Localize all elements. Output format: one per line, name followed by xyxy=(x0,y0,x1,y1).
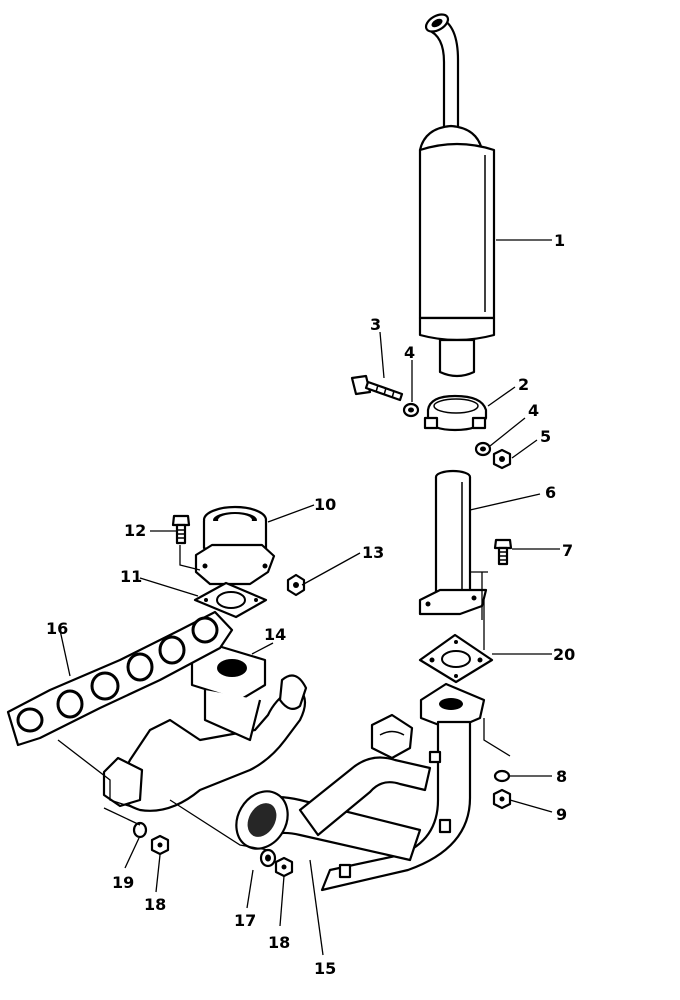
nut-18-left xyxy=(150,834,170,856)
washer-4-upper xyxy=(402,402,420,418)
exhaust-manifold xyxy=(102,643,308,812)
callout-17: 17 xyxy=(234,911,256,930)
nut-18-right xyxy=(274,856,294,878)
plug-13 xyxy=(286,573,306,597)
callout-11: 11 xyxy=(120,567,142,586)
callout-16: 16 xyxy=(46,619,68,638)
manifold-gasket xyxy=(6,610,234,747)
callout-18-left: 18 xyxy=(144,895,166,914)
callout-18-right: 18 xyxy=(268,933,290,952)
adapter-10 xyxy=(194,505,276,586)
callout-12: 12 xyxy=(124,521,146,540)
callout-19: 19 xyxy=(112,873,134,892)
bolt-7 xyxy=(493,538,513,566)
washer-17 xyxy=(259,848,277,868)
callout-20: 20 xyxy=(553,645,575,664)
washer-8 xyxy=(493,769,511,783)
callout-6: 6 xyxy=(545,483,556,502)
bolt-3 xyxy=(350,374,404,402)
gasket-11 xyxy=(193,581,268,619)
callout-4-upper: 4 xyxy=(404,343,415,362)
callout-2: 2 xyxy=(518,375,529,394)
nut-9 xyxy=(492,788,512,810)
callout-7: 7 xyxy=(562,541,573,560)
callout-14: 14 xyxy=(264,625,286,644)
callout-4-lower: 4 xyxy=(528,401,539,420)
callout-3: 3 xyxy=(370,315,381,334)
nut-5 xyxy=(492,448,512,470)
exhaust-pipe xyxy=(418,469,488,616)
callout-labels: 1 2 3 4 4 5 6 7 20 8 9 10 11 12 13 14 15… xyxy=(46,231,575,978)
gasket-20 xyxy=(418,633,494,684)
callout-15: 15 xyxy=(314,959,336,978)
bolt-12 xyxy=(171,514,191,545)
callout-8: 8 xyxy=(556,767,567,786)
clamp xyxy=(423,394,488,432)
callout-5: 5 xyxy=(540,427,551,446)
washer-19 xyxy=(132,821,148,839)
callout-10: 10 xyxy=(314,495,336,514)
callout-13: 13 xyxy=(362,543,384,562)
leader-lines xyxy=(57,239,560,956)
muffler xyxy=(418,13,496,378)
callout-9: 9 xyxy=(556,805,567,824)
exhaust-elbow-pipe xyxy=(235,682,486,892)
washer-4-lower xyxy=(474,441,492,457)
callout-1: 1 xyxy=(554,231,565,250)
